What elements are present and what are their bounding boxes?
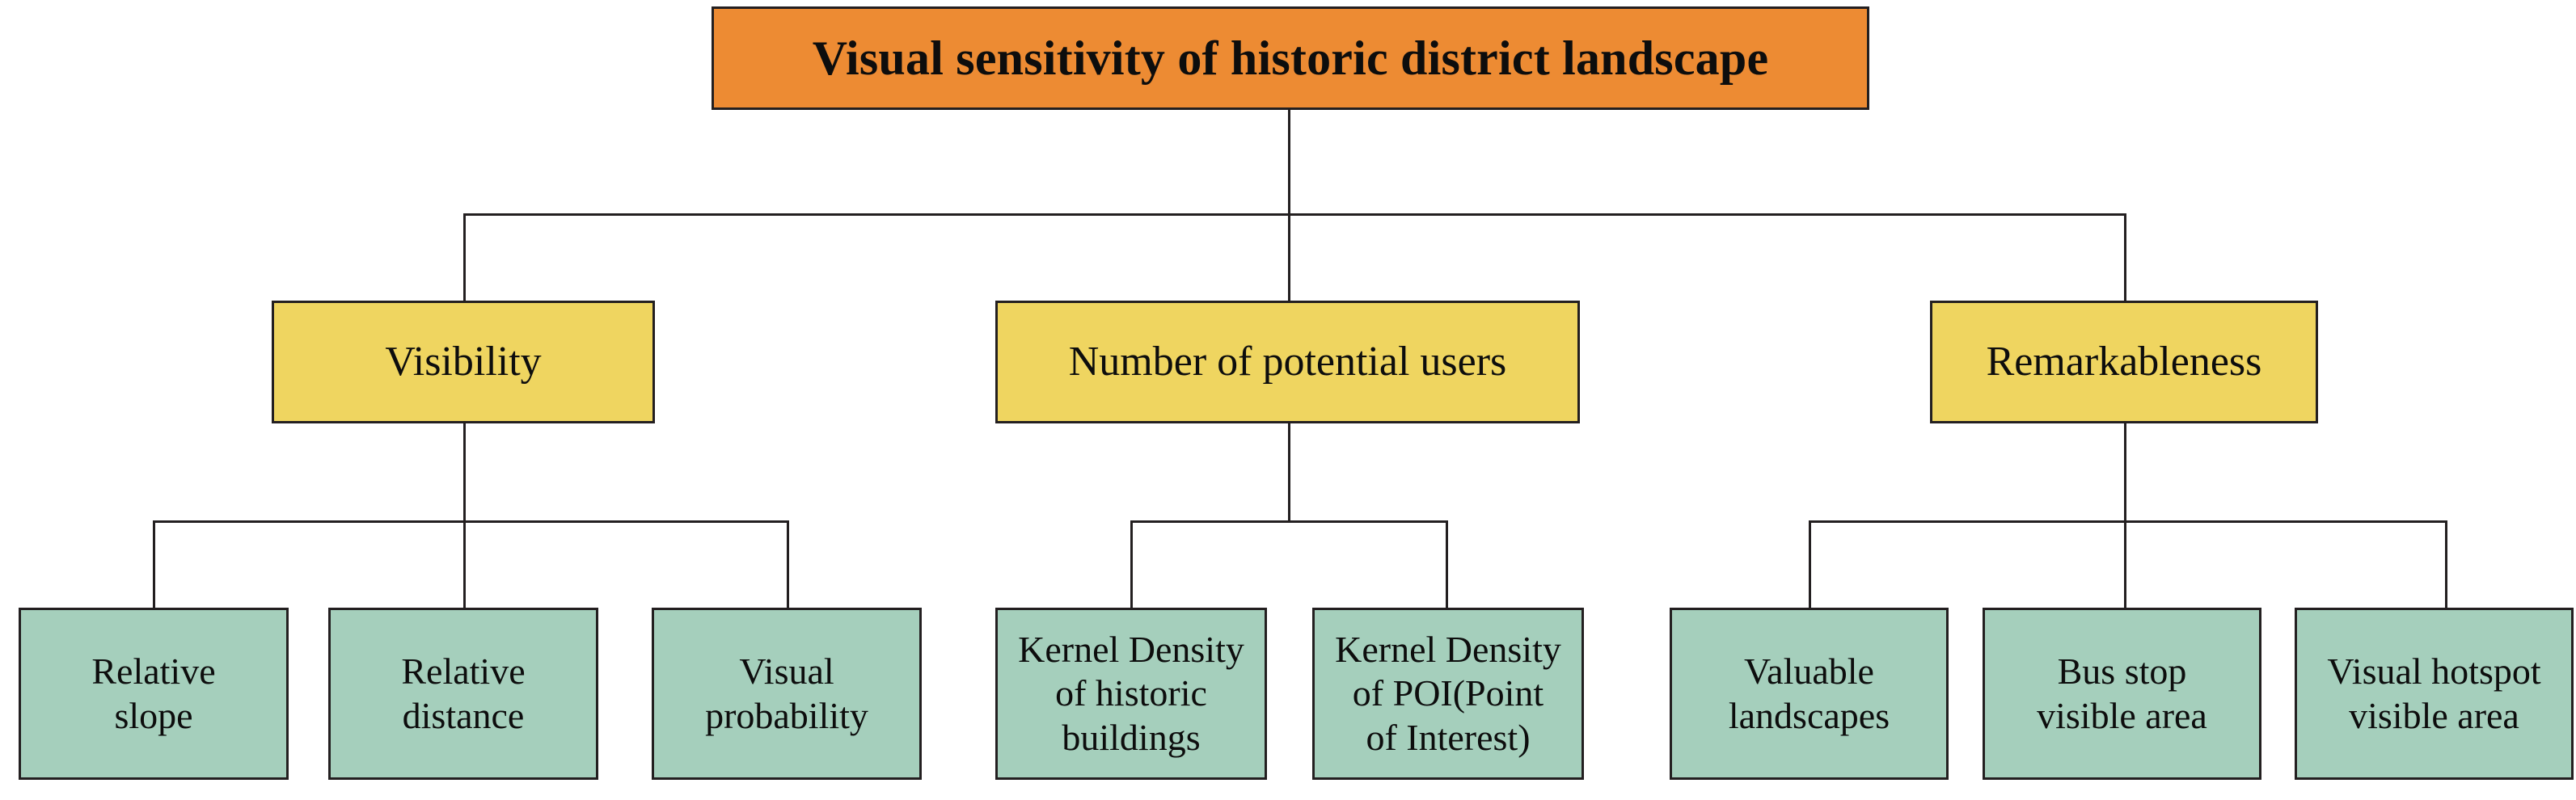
root-node-visual-sensitivity[interactable]: Visual sensitivity of historic district … — [712, 6, 1869, 110]
leaf-node-bus-stop-visible-area[interactable]: Bus stop visible area — [1983, 608, 2261, 780]
leaf-node-visual-hotspot-visible-area[interactable]: Visual hotspot visible area — [2295, 608, 2574, 780]
connector-drop-number-of-potential-users — [1288, 213, 1290, 302]
branch-node-visibility[interactable]: Visibility — [272, 301, 655, 423]
leaf-node-kernel-density-poi-label: Kernel Density of POI(Point of Interest) — [1335, 629, 1561, 758]
branch-node-remarkableness[interactable]: Remarkableness — [1930, 301, 2318, 423]
connector-number-of-potential-users-stem — [1288, 423, 1290, 522]
leaf-node-valuable-landscapes[interactable]: Valuable landscapes — [1670, 608, 1949, 780]
leaf-node-relative-distance[interactable]: Relative distance — [328, 608, 598, 780]
connector-drop-kernel-density-historic-buildings — [1130, 520, 1133, 609]
connector-drop-visibility — [463, 213, 466, 302]
leaf-node-kernel-density-poi[interactable]: Kernel Density of POI(Point of Interest) — [1312, 608, 1584, 780]
connector-drop-relative-distance — [463, 520, 466, 609]
connector-drop-visual-hotspot-visible-area — [2445, 520, 2447, 609]
connector-root-stem — [1288, 110, 1290, 215]
leaf-node-visual-probability[interactable]: Visual probability — [652, 608, 922, 780]
connector-visibility-stem — [463, 423, 466, 522]
root-node-label: Visual sensitivity of historic district … — [812, 31, 1769, 85]
connector-remarkableness-stem — [2124, 423, 2126, 522]
branch-node-number-of-potential-users[interactable]: Number of potential users — [995, 301, 1580, 423]
leaf-node-visual-hotspot-visible-area-label: Visual hotspot visible area — [2327, 651, 2541, 736]
connector-drop-valuable-landscapes — [1809, 520, 1811, 609]
connector-level1-bus — [463, 213, 2126, 216]
branch-node-number-of-potential-users-label: Number of potential users — [1068, 339, 1507, 385]
leaf-node-kernel-density-historic-buildings-label: Kernel Density of historic buildings — [1018, 629, 1244, 758]
leaf-node-relative-slope[interactable]: Relative slope — [19, 608, 289, 780]
leaf-node-relative-distance-label: Relative distance — [401, 651, 526, 736]
connector-drop-visual-probability — [787, 520, 789, 609]
connector-remarkableness-bus — [1809, 520, 2447, 523]
connector-number-of-potential-users-bus — [1130, 520, 1448, 523]
leaf-node-relative-slope-label: Relative slope — [91, 651, 216, 736]
leaf-node-visual-probability-label: Visual probability — [705, 651, 868, 736]
branch-node-remarkableness-label: Remarkableness — [1986, 339, 2262, 385]
leaf-node-valuable-landscapes-label: Valuable landscapes — [1728, 651, 1890, 736]
connector-visibility-bus — [153, 520, 789, 523]
connector-drop-relative-slope — [153, 520, 155, 609]
connector-drop-bus-stop-visible-area — [2124, 520, 2126, 609]
leaf-node-kernel-density-historic-buildings[interactable]: Kernel Density of historic buildings — [995, 608, 1267, 780]
connector-drop-remarkableness — [2124, 213, 2126, 302]
branch-node-visibility-label: Visibility — [385, 339, 542, 385]
connector-drop-kernel-density-poi — [1446, 520, 1448, 609]
leaf-node-bus-stop-visible-area-label: Bus stop visible area — [2037, 651, 2207, 736]
